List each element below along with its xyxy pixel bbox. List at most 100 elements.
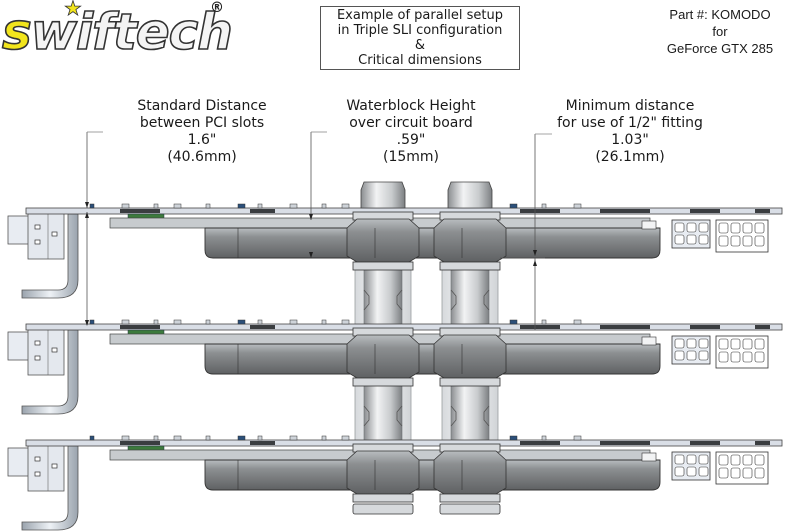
- connecting-tube: [441, 375, 499, 443]
- bracket-hole: [34, 456, 41, 462]
- graphics-card: [7, 319, 783, 415]
- dimension-title: Standard Distance: [137, 98, 267, 114]
- pcb-trace: [755, 209, 770, 213]
- connector-pin: [718, 338, 729, 350]
- smd-component: [341, 203, 350, 209]
- barb-fitting: [450, 375, 490, 443]
- smd-component: [205, 319, 211, 325]
- arrowhead: [85, 320, 89, 326]
- smd-component: [173, 435, 182, 441]
- barb-top: [360, 181, 406, 209]
- registered-mark: ®: [210, 0, 224, 16]
- bracket-hole: [34, 224, 41, 230]
- bracket-pipe: [21, 213, 79, 299]
- power-connector-6pin: [671, 335, 711, 365]
- connector-pin: [698, 350, 709, 361]
- smd-component: [121, 319, 130, 325]
- smd-component: [153, 203, 159, 209]
- io-bracket: [27, 442, 65, 492]
- connector-pin: [698, 454, 709, 465]
- pcb-trace: [600, 209, 650, 213]
- connector-pin: [730, 235, 741, 247]
- smd-component: [121, 435, 130, 441]
- star-icon: ★: [64, 0, 83, 20]
- connector-pin: [718, 222, 729, 234]
- smd-component: [321, 203, 327, 209]
- pcb-trace: [600, 441, 650, 445]
- connector-pin: [742, 338, 753, 350]
- arrowhead: [85, 202, 89, 208]
- smd-component: [289, 435, 298, 441]
- fitting-boss: [433, 334, 507, 379]
- hex-nut-bottom: [352, 261, 414, 271]
- power-connector-8pin: [715, 335, 769, 369]
- connector-pin: [754, 351, 765, 363]
- bottom-fitting-cap: [352, 503, 414, 515]
- hex-nut-bottom: [439, 377, 501, 387]
- part-gpu: GeForce GTX 285: [666, 41, 774, 56]
- smd-component: [289, 319, 298, 325]
- connector-pin: [730, 467, 741, 479]
- connector-pin: [698, 234, 709, 245]
- smd-component: [153, 435, 159, 441]
- barb-ridge: [363, 405, 403, 427]
- pcb-trace: [690, 441, 720, 445]
- smd-component: [321, 435, 327, 441]
- connector-pin: [754, 467, 765, 479]
- dimension-title: between PCI slots: [139, 115, 265, 131]
- part-number: Part #: KOMODO: [669, 7, 771, 22]
- connector-pin: [754, 338, 765, 350]
- hex-nut-bottom: [439, 261, 501, 271]
- smd-component: [509, 203, 518, 209]
- bracket-hole: [34, 239, 41, 245]
- smd-component: [89, 435, 95, 441]
- bracket-hole: [34, 340, 41, 346]
- connector-pin: [686, 350, 697, 361]
- dimension-label-waterblock-height: Waterblock Height over circuit board .59…: [316, 98, 506, 166]
- dimension-label-pci-distance: Standard Distance between PCI slots 1.6"…: [107, 98, 297, 166]
- fitting: [346, 327, 420, 387]
- logo-first-letter: s: [1, 3, 32, 61]
- pcb-trace: [755, 325, 770, 329]
- power-connector-8pin: [715, 451, 769, 485]
- fan-header: [641, 220, 657, 230]
- fitting: [433, 181, 507, 271]
- connector-pin: [742, 351, 753, 363]
- connector-pin: [674, 338, 685, 349]
- pcb-trace: [520, 325, 560, 329]
- connector-pin: [742, 454, 753, 466]
- pcb-trace: [250, 325, 275, 329]
- connector-pin: [674, 350, 685, 361]
- dimension-label-fitting-distance: Minimum distance for use of 1/2" fitting…: [535, 98, 725, 166]
- dimension-inches: 1.03": [611, 132, 649, 148]
- barb-fitting: [363, 259, 403, 327]
- dimension-inches: .59": [396, 132, 426, 148]
- smd-component: [237, 435, 246, 441]
- smd-component: [573, 435, 582, 441]
- connector-pin: [686, 466, 697, 477]
- bracket-pipe: [21, 445, 79, 531]
- connector-pin: [674, 222, 685, 233]
- connector-pin: [754, 222, 765, 234]
- barb-ridge: [450, 289, 490, 311]
- connecting-tube: [354, 375, 412, 443]
- dimension-pci-distance: [85, 131, 103, 208]
- smd-component: [573, 319, 582, 325]
- connector-pin: [674, 454, 685, 465]
- dimension-title: over circuit board: [349, 115, 473, 131]
- smd-component: [257, 319, 263, 325]
- smd-component: [541, 203, 547, 209]
- bracket-hole: [34, 471, 41, 477]
- connector-pin: [698, 338, 709, 349]
- pcb-trace: [690, 209, 720, 213]
- logo-rest: wiftech: [30, 3, 234, 61]
- barb-fitting: [363, 375, 403, 443]
- smd-component: [541, 435, 547, 441]
- connector-pin: [686, 222, 697, 233]
- smd-component: [257, 435, 263, 441]
- bracket-hole: [51, 347, 58, 353]
- smd-component: [341, 435, 350, 441]
- title-line: &: [414, 38, 426, 53]
- barb-ridge: [363, 289, 403, 311]
- logo-wordmark: swiftech: [1, 3, 234, 61]
